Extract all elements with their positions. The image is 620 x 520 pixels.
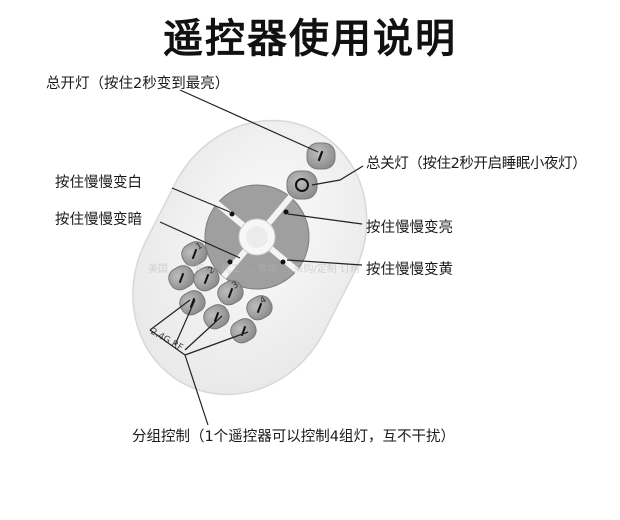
label-off-night: 总关灯（按住2秒开启睡眠小夜灯） bbox=[366, 152, 586, 173]
label-bright: 按住慢慢变亮 bbox=[366, 216, 453, 237]
label-dim: 按住慢慢变暗 bbox=[55, 208, 142, 229]
watermark: 美国 … 广东 … 代工 … 市场 … 采购/定制 订购 bbox=[148, 262, 360, 275]
master-on-button[interactable] bbox=[307, 143, 335, 169]
label-master-switch: 总开灯（按住2秒变到最亮） bbox=[46, 72, 229, 93]
label-yellow: 按住慢慢变黄 bbox=[366, 258, 453, 279]
dpad-bright-segment[interactable] bbox=[284, 210, 289, 215]
label-group-control: 分组控制（1个遥控器可以控制4组灯，互不干扰） bbox=[132, 425, 455, 446]
label-white: 按住慢慢变白 bbox=[55, 171, 142, 192]
dpad-white-segment[interactable] bbox=[230, 212, 235, 217]
